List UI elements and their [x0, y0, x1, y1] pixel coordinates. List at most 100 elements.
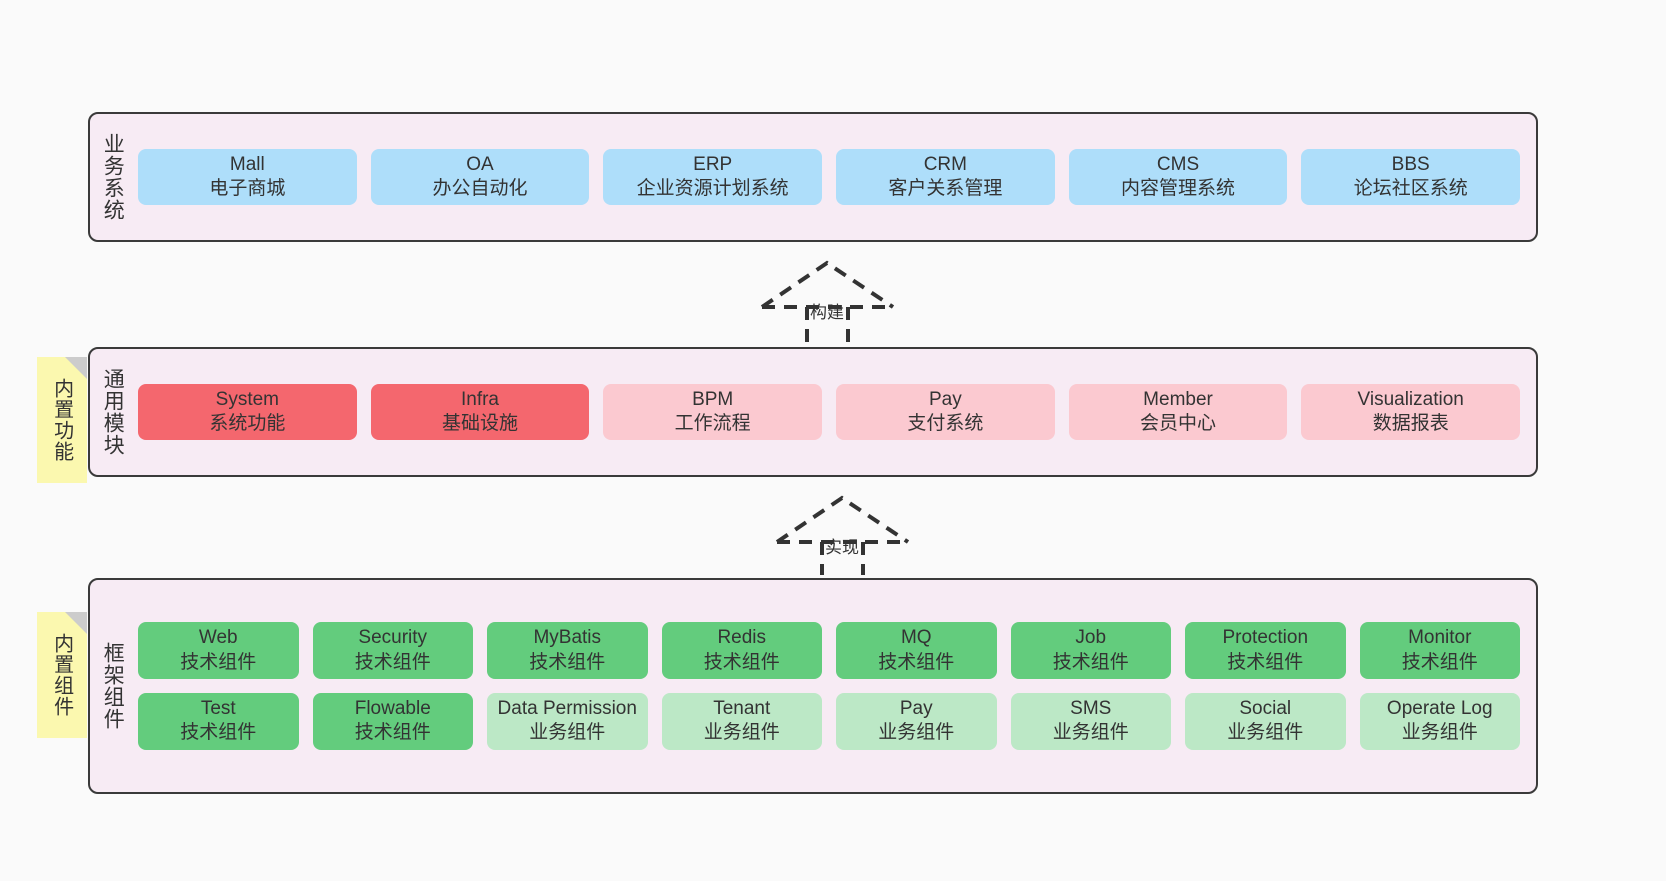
card-erp[interactable]: ERP 企业资源计划系统 [603, 148, 823, 206]
card-crm[interactable]: CRM 客户关系管理 [836, 148, 1055, 206]
card-title: Infra [460, 388, 500, 410]
card-title: OA [466, 153, 494, 175]
card-mybatis[interactable]: MyBatis 技术组件 [487, 622, 648, 679]
card-job[interactable]: Job 技术组件 [1010, 622, 1171, 679]
card-title: Protection [1222, 627, 1309, 649]
card-bpm[interactable]: BPM 工作流程 [603, 383, 823, 441]
card-title: Data Permission [497, 698, 637, 719]
layer-framework-component-body: Web 技术组件 Security 技术组件 MyBatis 技术组件 Redi… [134, 580, 1536, 792]
card-flowable[interactable]: Flowable 技术组件 [312, 693, 473, 750]
layer-framework-component[interactable]: 框架组件 Web 技术组件 Security 技术组件 MyBatis 技术组件… [88, 578, 1538, 794]
card-title: BBS [1391, 153, 1430, 175]
card-bbs[interactable]: BBS 论坛社区系统 [1301, 148, 1521, 206]
card-subtitle: 电子商城 [209, 178, 286, 199]
card-title: Security [358, 627, 428, 649]
note-fold-corner-icon [65, 357, 87, 379]
card-security[interactable]: Security 技术组件 [312, 622, 473, 679]
card-oa[interactable]: OA 办公自动化 [370, 148, 590, 206]
card-redis[interactable]: Redis 技术组件 [661, 622, 822, 679]
note-builtin-component-label: 内置组件 [50, 633, 73, 717]
layer-framework-component-label: 框架组件 [101, 642, 125, 730]
card-subtitle: 技术组件 [878, 651, 955, 673]
card-subtitle: 业务组件 [878, 722, 955, 744]
card-subtitle: 技术组件 [180, 651, 257, 673]
card-subtitle: 会员中心 [1140, 413, 1217, 434]
card-title: ERP [693, 153, 733, 175]
card-title: Mall [229, 153, 265, 175]
card-title: System [215, 388, 280, 410]
card-sms[interactable]: SMS 业务组件 [1010, 693, 1171, 750]
card-mq[interactable]: MQ 技术组件 [836, 622, 997, 679]
card-infra[interactable]: Infra 基础设施 [370, 383, 590, 441]
card-subtitle: 技术组件 [1227, 651, 1304, 673]
card-row: Test 技术组件 Flowable 技术组件 Data Permission … [138, 693, 1520, 750]
card-subtitle: 工作流程 [674, 413, 751, 434]
card-member[interactable]: Member 会员中心 [1068, 383, 1288, 441]
card-subtitle: 支付系统 [907, 413, 984, 434]
card-subtitle: 数据报表 [1372, 413, 1449, 434]
note-fold-corner-icon [65, 612, 87, 634]
card-subtitle: 基础设施 [442, 413, 519, 434]
card-subtitle: 业务组件 [703, 722, 780, 744]
card-operate-log[interactable]: Operate Log 业务组件 [1359, 693, 1520, 750]
layer-common-module[interactable]: 通用模块 System 系统功能 Infra 基础设施 BPM 工作流程 Pay… [88, 347, 1538, 477]
card-test[interactable]: Test 技术组件 [138, 693, 299, 750]
card-web[interactable]: Web 技术组件 [138, 622, 299, 679]
generalization-arrow-icon [775, 495, 910, 575]
card-subtitle: 技术组件 [354, 651, 431, 673]
card-subtitle: 技术组件 [180, 722, 257, 744]
connector-implement-label: 实现 [825, 538, 859, 557]
card-title: Operate Log [1386, 698, 1493, 719]
layer-business-system-label: 业务系统 [101, 133, 125, 221]
card-title: Pay [899, 698, 933, 719]
card-protection[interactable]: Protection 技术组件 [1185, 622, 1346, 679]
card-title: Test [200, 698, 236, 719]
card-data-permission[interactable]: Data Permission 业务组件 [487, 693, 648, 750]
connector-implement: 实现 [770, 490, 915, 575]
card-title: Job [1075, 627, 1107, 649]
card-social[interactable]: Social 业务组件 [1185, 693, 1346, 750]
card-subtitle: 论坛社区系统 [1353, 178, 1468, 199]
card-title: CRM [923, 153, 967, 175]
layer-common-module-body: System 系统功能 Infra 基础设施 BPM 工作流程 Pay 支付系统… [134, 349, 1536, 475]
card-visualization[interactable]: Visualization 数据报表 [1301, 383, 1521, 441]
card-title: Member [1143, 388, 1213, 410]
card-subtitle: 内容管理系统 [1121, 178, 1236, 199]
card-row: System 系统功能 Infra 基础设施 BPM 工作流程 Pay 支付系统… [138, 383, 1521, 441]
card-title: MyBatis [533, 627, 602, 649]
layer-common-module-label: 通用模块 [101, 368, 125, 456]
card-title: Tenant [713, 698, 771, 719]
card-tenant[interactable]: Tenant 业务组件 [661, 693, 822, 750]
layer-business-system-body: Mall 电子商城 OA 办公自动化 ERP 企业资源计划系统 CRM 客户关系… [134, 114, 1536, 240]
card-title: CMS [1156, 153, 1200, 175]
card-title: Pay [928, 388, 962, 410]
card-cms[interactable]: CMS 内容管理系统 [1068, 148, 1288, 206]
card-subtitle: 办公自动化 [432, 178, 528, 199]
card-pay-business[interactable]: Pay 业务组件 [836, 693, 997, 750]
card-title: Social [1239, 698, 1292, 719]
card-subtitle: 客户关系管理 [888, 178, 1003, 199]
card-system[interactable]: System 系统功能 [138, 383, 357, 441]
generalization-arrow-icon [760, 260, 895, 345]
card-title: Monitor [1408, 627, 1472, 649]
card-subtitle: 技术组件 [354, 722, 431, 744]
card-pay[interactable]: Pay 支付系统 [836, 383, 1055, 441]
card-row: Web 技术组件 Security 技术组件 MyBatis 技术组件 Redi… [138, 622, 1520, 679]
card-row: Mall 电子商城 OA 办公自动化 ERP 企业资源计划系统 CRM 客户关系… [138, 148, 1521, 206]
card-subtitle: 业务组件 [1052, 722, 1129, 744]
layer-business-system[interactable]: 业务系统 Mall 电子商城 OA 办公自动化 ERP 企业资源计划系统 CRM… [88, 112, 1538, 242]
card-subtitle: 技术组件 [1401, 651, 1478, 673]
card-subtitle: 企业资源计划系统 [636, 178, 789, 199]
card-title: BPM [692, 388, 734, 410]
card-title: Visualization [1357, 388, 1464, 410]
card-title: Web [198, 627, 238, 649]
note-builtin-function-label: 内置功能 [50, 378, 73, 462]
card-title: Flowable [354, 698, 431, 719]
card-mall[interactable]: Mall 电子商城 [138, 148, 357, 206]
card-subtitle: 技术组件 [529, 651, 606, 673]
connector-build-label: 构建 [810, 303, 844, 322]
connector-build: 构建 [755, 255, 900, 345]
card-monitor[interactable]: Monitor 技术组件 [1359, 622, 1520, 679]
card-title: SMS [1070, 698, 1112, 719]
